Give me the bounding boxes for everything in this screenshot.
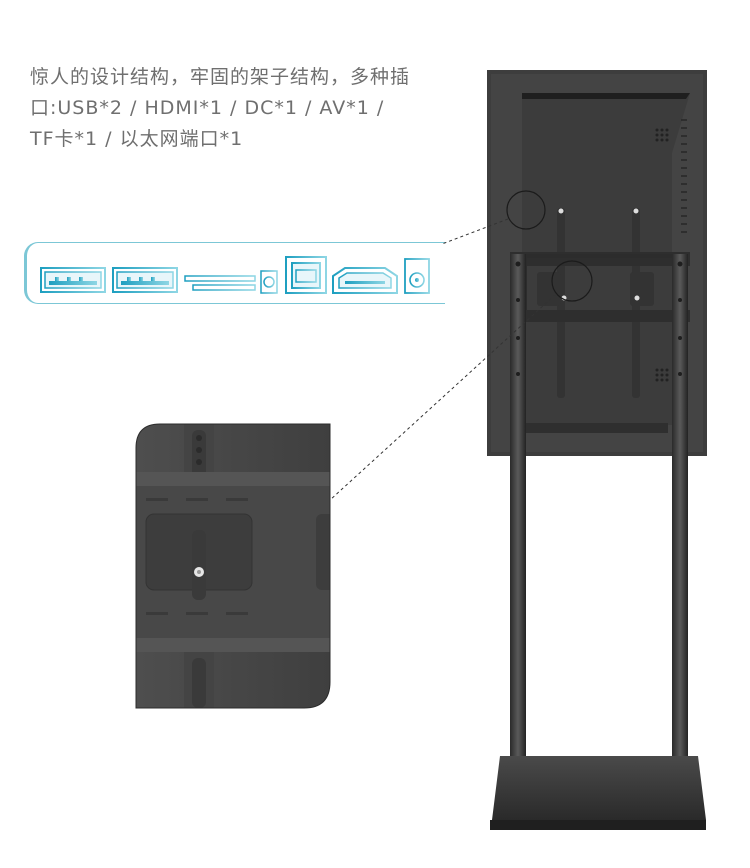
usb-port-icon — [40, 267, 106, 293]
feature-caption: 惊人的设计结构，牢固的架子结构，多种插 口:USB*2 / HDMI*1 / D… — [30, 62, 460, 155]
left-upright — [510, 254, 526, 778]
bracket-callout-circle — [551, 260, 593, 302]
stand-base — [490, 756, 706, 830]
caption-line-2: 口:USB*2 / HDMI*1 / DC*1 / AV*1 / — [30, 97, 385, 119]
caption-line-3: TF卡*1 / 以太网端口*1 — [30, 128, 244, 150]
speaker-vent-icon — [655, 128, 669, 382]
hdmi-port-icon — [332, 267, 398, 294]
dc-port-icon — [260, 270, 278, 294]
right-upright — [672, 254, 688, 778]
bracket-zoom-detail — [136, 424, 330, 708]
av-port-icon — [404, 258, 430, 294]
port-callout-circle — [506, 190, 546, 230]
caption-line-1: 惊人的设计结构，牢固的架子结构，多种插 — [30, 66, 411, 88]
usb-port-icon — [112, 267, 178, 293]
ethernet-port-icon — [285, 256, 327, 294]
tf-card-slot-icon — [184, 275, 256, 291]
port-panel — [24, 242, 445, 304]
